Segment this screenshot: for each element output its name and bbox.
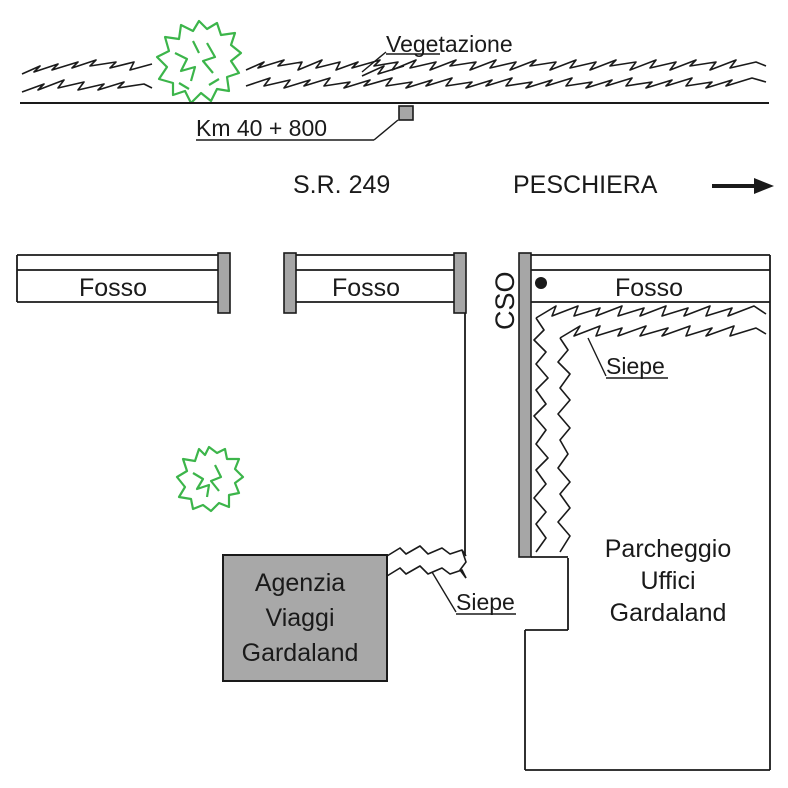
road-label: S.R. 249	[293, 171, 390, 199]
agency-label-line-3: Gardaland	[242, 639, 359, 667]
agency-building	[222, 554, 388, 682]
agency-label-line-2: Viaggi	[265, 604, 334, 632]
hedge-right-leader	[587, 337, 607, 377]
arrow-right-icon	[712, 178, 774, 194]
tree-icon	[155, 19, 243, 105]
parking-lot-outline	[524, 302, 771, 771]
direction-label: PESCHIERA	[513, 171, 658, 199]
agency-label: Agenzia Viaggi Gardaland	[242, 569, 359, 667]
km-marker-label: Km 40 + 800	[196, 115, 327, 141]
agency-label-line-1: Agenzia	[255, 569, 345, 597]
hedge-right-label: Siepe	[606, 353, 665, 379]
ditch-left-label: Fosso	[79, 274, 147, 302]
parking-label: Parcheggio Uffici Gardaland	[605, 535, 731, 627]
vegetation-strip	[21, 59, 767, 93]
hedge-left-leader	[431, 571, 457, 613]
ditch-middle-post-left	[283, 252, 297, 314]
ditch-middle-label: Fosso	[332, 274, 400, 302]
cso-label: CSO	[490, 271, 520, 330]
ditch-right-post	[518, 252, 532, 558]
ditch-middle-post-right	[453, 252, 467, 314]
ditch-left-post	[217, 252, 231, 314]
hedge-left-label: Siepe	[456, 589, 515, 615]
parking-label-line-1: Parcheggio	[605, 535, 731, 563]
ditch-right	[530, 254, 771, 303]
km-marker-leader	[373, 119, 399, 141]
milestone-icon	[398, 105, 414, 121]
vegetation-leader	[361, 51, 387, 73]
dot-icon	[535, 277, 547, 289]
ditch-middle	[296, 254, 454, 303]
parking-label-line-2: Uffici	[640, 567, 695, 595]
ditch-left	[16, 254, 218, 303]
hedge-left	[386, 545, 467, 579]
hedge-right	[533, 305, 767, 553]
vegetation-label: Vegetazione	[386, 31, 513, 57]
tree-icon	[175, 445, 245, 513]
parking-label-line-3: Gardaland	[610, 599, 727, 627]
ditch-right-label: Fosso	[615, 274, 683, 302]
